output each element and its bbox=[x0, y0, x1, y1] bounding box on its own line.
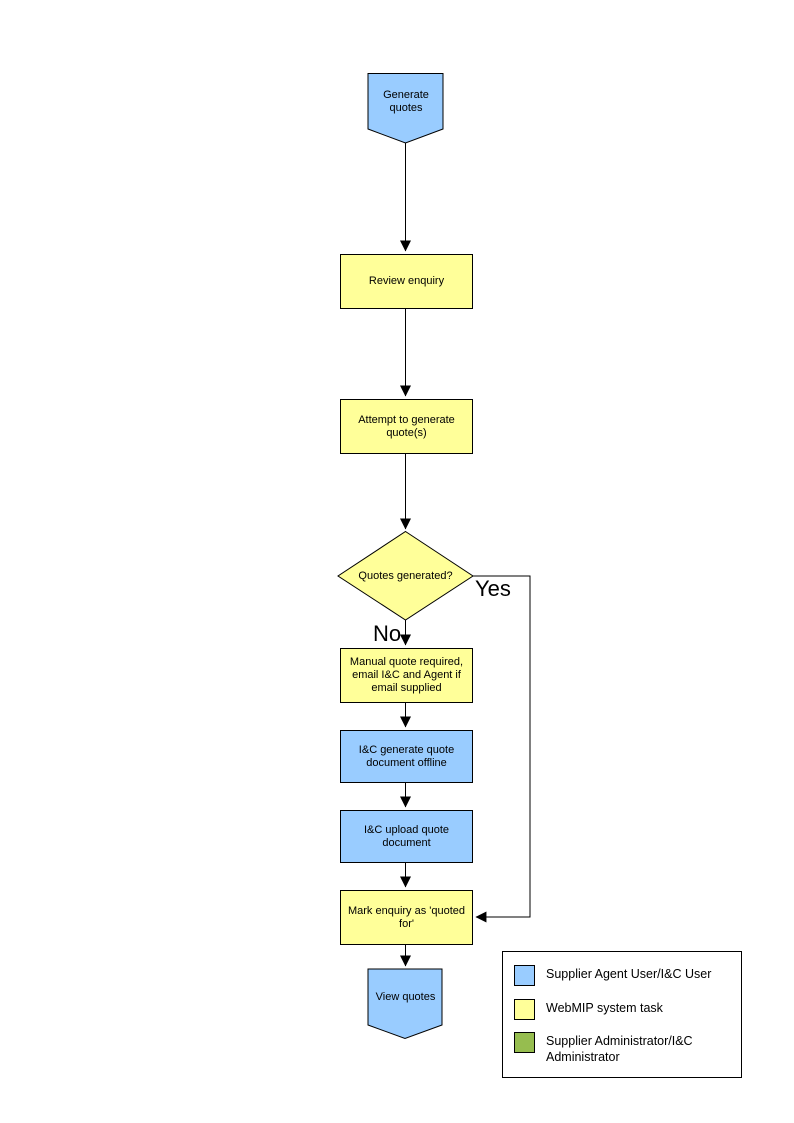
legend-item-webmip-task: WebMIP system task bbox=[514, 998, 731, 1020]
legend-item-supplier-admin: Supplier Administrator/I&C Administrator bbox=[514, 1032, 731, 1065]
legend-label-supplier-agent: Supplier Agent User/I&C User bbox=[546, 967, 712, 981]
legend-swatch-yellow bbox=[514, 998, 535, 1020]
no-branch-label: No bbox=[373, 621, 402, 646]
decision-label: Quotes generated? bbox=[358, 569, 453, 582]
start-terminator-label: Generate quotes bbox=[383, 89, 429, 114]
end-terminator-label: View quotes bbox=[375, 990, 436, 1003]
legend-label-supplier-admin: Supplier Administrator/I&C Administrator bbox=[546, 1034, 693, 1064]
process-ic-upload-quote: I&C upload quote document bbox=[340, 810, 473, 863]
process-mark-enquiry: Mark enquiry as 'quoted for' bbox=[340, 890, 473, 945]
process-ic-generate-quote-label: I&C generate quote document offline bbox=[358, 743, 455, 769]
process-attempt-generate: Attempt to generate quote(s) bbox=[340, 399, 473, 454]
yes-branch-label: Yes bbox=[475, 576, 511, 601]
end-terminator-shape bbox=[367, 968, 443, 1040]
start-terminator-shape bbox=[367, 73, 444, 144]
legend-swatch-green bbox=[514, 1032, 535, 1053]
process-ic-generate-quote: I&C generate quote document offline bbox=[340, 730, 473, 783]
process-manual-quote-label: Manual quote required, email I&C and Age… bbox=[349, 656, 464, 694]
process-attempt-generate-label: Attempt to generate quote(s) bbox=[358, 413, 455, 439]
legend-swatch-blue bbox=[514, 965, 535, 986]
connector-yes-branch bbox=[473, 575, 531, 923]
legend-box: Supplier Agent User/I&C User WebMIP syst… bbox=[502, 951, 742, 1078]
process-review-enquiry: Review enquiry bbox=[340, 254, 473, 309]
process-mark-enquiry-label: Mark enquiry as 'quoted for' bbox=[347, 904, 466, 930]
legend-label-webmip-task: WebMIP system task bbox=[546, 1000, 663, 1015]
process-review-enquiry-label: Review enquiry bbox=[368, 275, 445, 287]
process-ic-upload-quote-label: I&C upload quote document bbox=[363, 823, 449, 849]
legend-item-supplier-agent: Supplier Agent User/I&C User bbox=[514, 965, 731, 986]
process-manual-quote: Manual quote required, email I&C and Age… bbox=[340, 648, 473, 703]
